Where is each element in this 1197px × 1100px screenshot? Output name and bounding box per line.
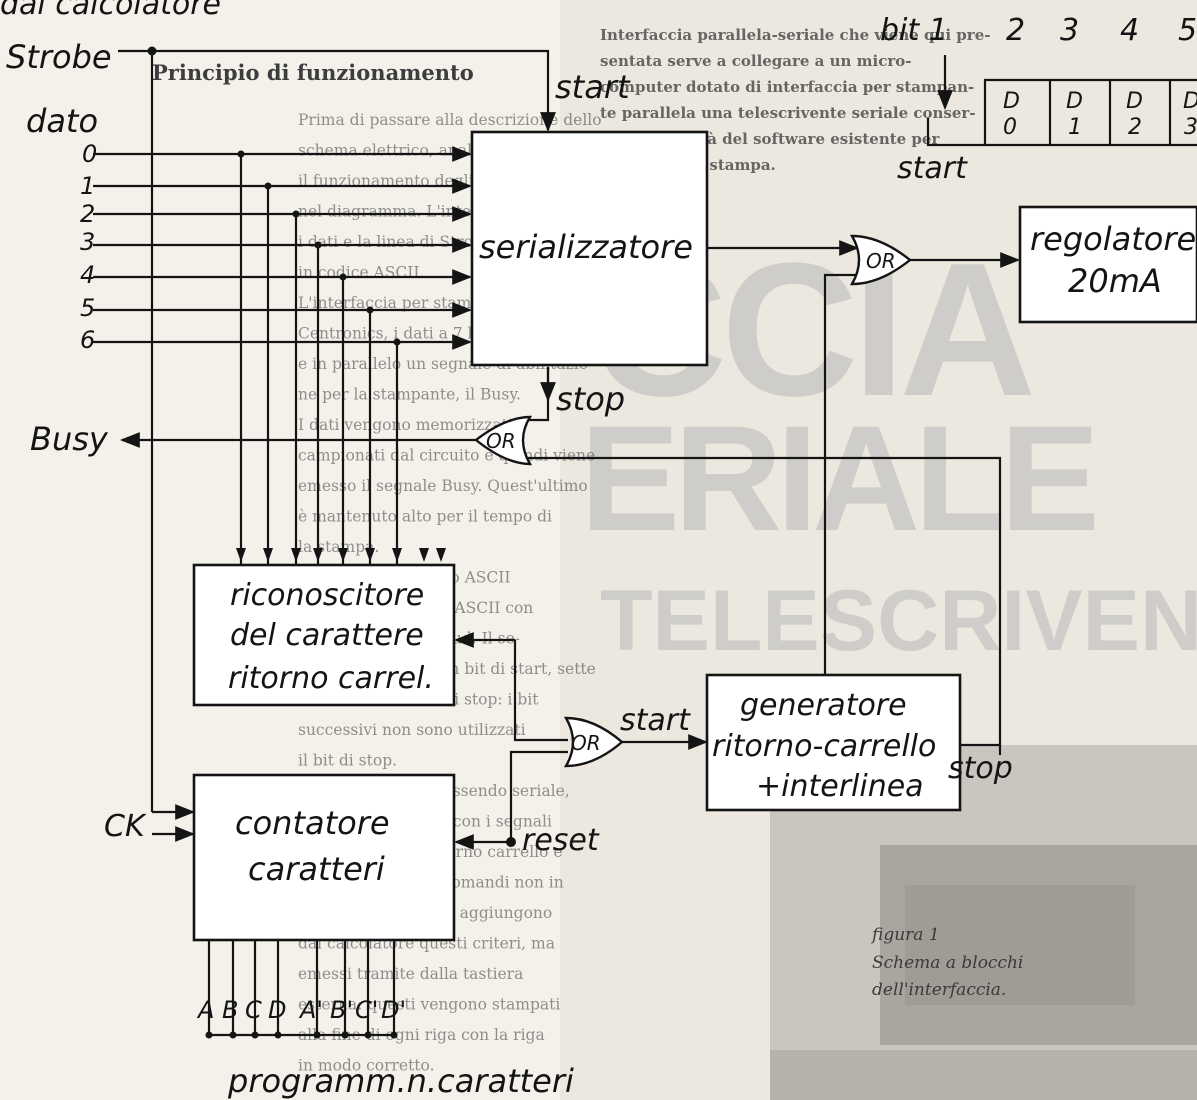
regulator-block: regolatore 20mA — [1018, 205, 1197, 324]
figure-caption: figura 1 Schema a blocchi dell'interfacc… — [870, 925, 1023, 1000]
stop-signal-serializer: stop — [556, 380, 625, 418]
bit-number-2: 2 — [1006, 13, 1025, 48]
counter-line-2: caratteri — [248, 850, 385, 888]
recognizer-block: riconoscitore del carattere ritorno carr… — [192, 563, 456, 707]
counter-output-A-prime: A' — [298, 996, 323, 1024]
data-bit-2: 2 — [80, 200, 95, 228]
cell-3-top: D — [1183, 89, 1197, 114]
counter-output-D-prime: D' — [381, 996, 406, 1024]
counter-line-1: contatore — [235, 804, 390, 842]
dato-label: dato — [26, 102, 98, 140]
counter-output-lines — [205, 940, 398, 1039]
regulator-line-2: 20mA — [1068, 262, 1162, 300]
or-gate-output: OR — [849, 234, 912, 286]
wiring — [93, 46, 1020, 1039]
or-gate-output-label: OR — [866, 249, 896, 273]
generator-line-3: +interlinea — [756, 769, 924, 804]
caption-line-1: figura 1 — [870, 925, 940, 945]
article-body-line: emessi tramite dalla tastiera — [298, 965, 523, 983]
source-label: dal calcolatore — [0, 0, 221, 22]
ck-label: CK — [104, 809, 147, 844]
strobe-label: Strobe — [6, 38, 112, 76]
ghost-title-line-3: TELESCRIVENTE — [600, 573, 1197, 669]
cell-1-bottom: 1 — [1068, 115, 1082, 140]
article-body-line: emesso il segnale Busy. Quest'ultimo — [298, 477, 588, 495]
regulator-line-1: regolatore — [1030, 220, 1196, 258]
or-gate-start: OR — [563, 716, 624, 768]
recognizer-input-ticks — [236, 548, 446, 562]
bit-label: bit 1 — [880, 13, 948, 48]
data-bit-3: 3 — [80, 228, 95, 256]
program-label: programm.n.caratteri — [227, 1062, 574, 1100]
article-body-line: in modo corretto. — [298, 1057, 435, 1075]
article-body-line: Prima di passare alla descrizione dello — [298, 111, 602, 129]
counter-output-D: D — [268, 996, 286, 1024]
data-bit-0: 0 — [82, 140, 97, 168]
counter-output-A: A — [196, 996, 214, 1024]
start-signal-top: start — [555, 68, 631, 106]
bit-number-4: 4 — [1120, 13, 1139, 48]
article-body-line: è mantenuto alto per il tempo di — [298, 508, 552, 526]
ghost-title-line-2: ERIALE — [580, 394, 1095, 562]
counter-block: contatore caratteri — [192, 773, 456, 942]
stop-signal-generator: stop — [948, 751, 1013, 786]
start-signal-or: start — [620, 703, 691, 738]
article-body-line: ne per la stampante, il Busy. — [298, 386, 521, 404]
cell-0-bottom: 0 — [1003, 115, 1017, 140]
recognizer-line-3: ritorno carrel. — [228, 661, 434, 696]
caption-line-3: dell'interfaccia. — [872, 980, 1006, 1000]
timing-start-label: start — [897, 151, 968, 186]
cell-3-bottom: 3 — [1184, 115, 1197, 140]
cell-1-top: D — [1066, 89, 1083, 114]
recognizer-line-2: del carattere — [230, 618, 424, 653]
generator-block: generatore ritorno-carrello +interlinea — [705, 673, 962, 812]
counter-output-labels: A B C D A' B' C' D' — [196, 996, 406, 1024]
generator-line-1: generatore — [740, 688, 907, 723]
bit-timing-diagram: bit 1 2 3 4 5 start D 0 D 1 D 2 D 3 — [880, 13, 1197, 186]
counter-output-C: C — [245, 996, 262, 1024]
generator-line-2: ritorno-carrello — [712, 729, 936, 764]
data-bit-6: 6 — [80, 326, 95, 354]
cell-0-top: D — [1003, 89, 1020, 114]
cell-2-top: D — [1126, 89, 1143, 114]
data-bit-1: 1 — [80, 172, 95, 200]
data-bit-4: 4 — [80, 261, 95, 289]
article-body-line: I dati vengono memorizzati e — [298, 416, 527, 434]
serializer-label: serializzatore — [479, 228, 693, 266]
reset-signal: reset — [522, 823, 600, 858]
bit-number-5: 5 — [1178, 13, 1197, 48]
recognizer-line-1: riconoscitore — [230, 578, 424, 613]
article-body-line: esterna: questi vengono stampati — [298, 996, 560, 1014]
serializer-block: serializzatore — [470, 130, 709, 367]
counter-output-B-prime: B' — [330, 996, 353, 1024]
or-gate-busy-label: OR — [486, 429, 516, 453]
article-intro-line: sentata serve a collegare a un micro- — [600, 52, 912, 70]
article-body-line: il bit di stop. — [298, 752, 397, 770]
busy-label: Busy — [30, 420, 109, 458]
section-title: Principio di funzionamento — [152, 60, 474, 85]
counter-output-C-prime: C' — [355, 996, 378, 1024]
or-gate-busy: OR — [474, 415, 533, 466]
article-intro-line: te parallela una telescrivente seriale c… — [600, 104, 976, 122]
article-intro-line: Interfaccia parallela-seriale che viene … — [600, 26, 990, 44]
cell-2-bottom: 2 — [1128, 115, 1142, 140]
article-intro-line: computer dotato di interfaccia per stamp… — [600, 78, 974, 96]
data-bit-5: 5 — [80, 294, 95, 322]
article-body-line: successivi non sono utilizzati — [298, 721, 526, 739]
bit-number-3: 3 — [1060, 13, 1079, 48]
counter-output-B: B — [222, 996, 238, 1024]
or-gate-start-label: OR — [571, 731, 601, 755]
article-body-line: alla fine di ogni riga con la riga — [298, 1026, 545, 1044]
caption-line-2: Schema a blocchi — [872, 953, 1023, 973]
